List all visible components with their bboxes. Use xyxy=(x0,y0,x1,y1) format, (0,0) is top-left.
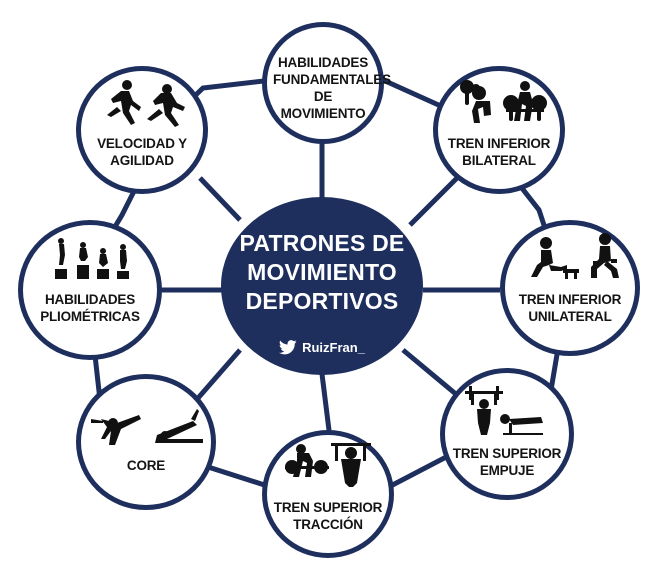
node-tren-superior-empuje: TREN SUPERIOR EMPUJE xyxy=(440,368,574,500)
sprinting-figures-icon xyxy=(107,80,185,127)
node-velocidad-agilidad: VELOCIDAD Y AGILIDAD xyxy=(76,66,208,194)
spoke-line xyxy=(408,176,459,227)
node-habilidades-pliometricas: HABILIDADES PLIOMÉTRICAS xyxy=(18,220,162,360)
node-tren-superior-traccion: TREN SUPERIOR TRACCIÓN xyxy=(262,430,394,558)
row-pullup-figures-icon xyxy=(285,443,371,487)
node-habilidades-fundamentales: HABILIDADES FUNDAMENTALES DE MOVIMIENTO xyxy=(262,22,391,144)
core-exercise-figures-icon xyxy=(91,409,203,445)
node-label: HABILIDADES FUNDAMENTALES DE MOVIMIENTO xyxy=(273,55,391,121)
spoke-line xyxy=(319,373,333,439)
press-pushup-figures-icon xyxy=(465,386,543,435)
box-jump-figures-icon xyxy=(55,238,129,279)
node-label: TREN INFERIOR BILATERAL xyxy=(447,136,551,168)
node-tren-inferior-unilateral: TREN INFERIOR UNILATERAL xyxy=(500,220,640,356)
node-tren-inferior-bilateral: TREN INFERIOR BILATERAL xyxy=(433,66,565,194)
lunge-figures-icon xyxy=(531,233,619,279)
center-hub: PATRONES DE MOVIMIENTO DEPORTIVOS RuizFr… xyxy=(221,197,423,375)
spoke-line xyxy=(401,348,465,402)
node-core: CORE xyxy=(76,374,216,510)
node-label: VELOCIDAD Y AGILIDAD xyxy=(97,136,187,168)
spoke-line xyxy=(198,176,242,222)
node-label: TREN INFERIOR UNILATERAL xyxy=(518,292,622,324)
node-label: CORE xyxy=(126,458,166,473)
twitter-bird-icon xyxy=(279,340,297,355)
center-title: PATRONES DE MOVIMIENTO DEPORTIVOS xyxy=(239,230,405,314)
social-handle-text: RuizFran_ xyxy=(302,340,365,355)
squat-deadlift-figures-icon xyxy=(460,80,547,123)
node-label: HABILIDADES PLIOMÉTRICAS xyxy=(40,292,140,324)
node-label: TREN SUPERIOR TRACCIÓN xyxy=(273,500,383,532)
node-label: TREN SUPERIOR EMPUJE xyxy=(452,446,562,478)
social-handle: RuizFran_ xyxy=(221,340,423,356)
